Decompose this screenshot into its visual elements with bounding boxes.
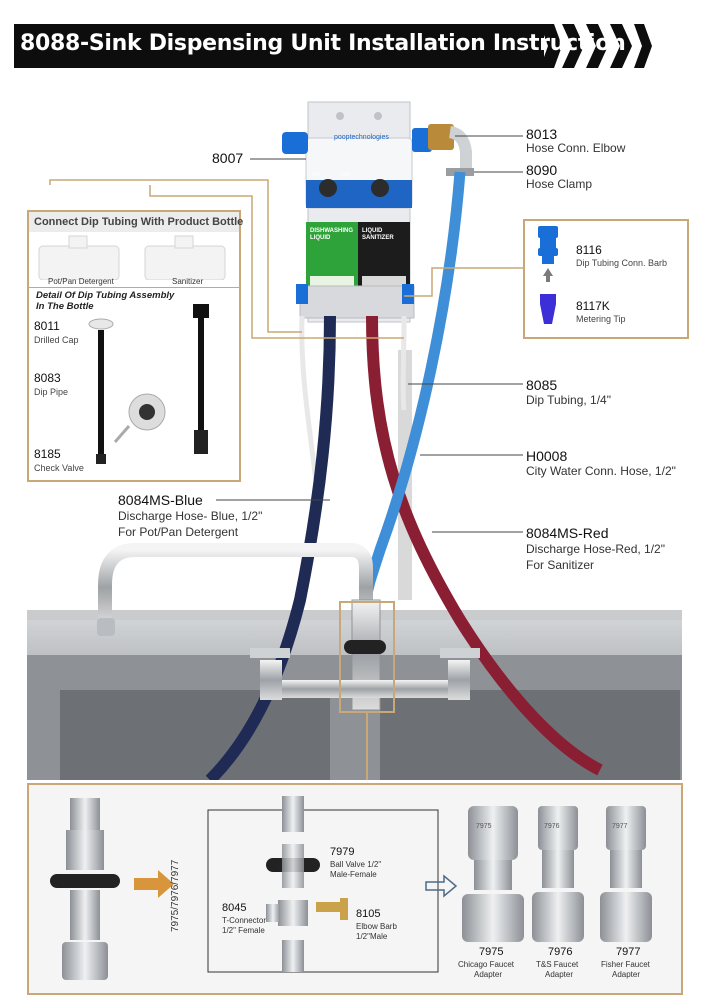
label-7976-desc1: T&S Faucet	[536, 960, 579, 969]
dip-box-header	[29, 212, 239, 232]
label-8084ms-red-desc1: Discharge Hose-Red, 1/2"	[526, 542, 665, 556]
side-label-adapters: 7975/7976/7977	[170, 859, 181, 932]
label-8045-desc1: T-Connector	[222, 916, 267, 925]
label-8090: 8090	[526, 162, 558, 178]
label-7977-desc2: Adapter	[612, 970, 641, 979]
title-banner	[14, 24, 544, 68]
label-h0008: H0008	[526, 448, 568, 464]
bottle-label-sanitizer: Sanitizer	[172, 277, 204, 286]
label-7977: 7977	[616, 946, 641, 958]
main-illustration	[27, 101, 682, 780]
valve-left-off: OFF	[340, 172, 350, 178]
adapter-mark-7976: 7976	[544, 823, 560, 830]
bottles-icon	[38, 235, 226, 280]
label-8045-desc2: 1/2" Female	[222, 926, 265, 935]
panel-right-title: LIQUID SANITIZER	[362, 228, 394, 241]
label-8045: 8045	[222, 902, 247, 914]
page-title: 8088-Sink Dispensing Unit Installation I…	[20, 31, 626, 56]
label-7979-desc2: Male-Female	[330, 870, 377, 879]
label-8090-desc: Hose Clamp	[526, 177, 593, 191]
label-7976: 7976	[548, 946, 573, 958]
dip-box-divider	[29, 287, 239, 288]
dip-box-title: Connect Dip Tubing With Product Bottle	[34, 216, 244, 228]
label-8085-desc: Dip Tubing, 1/4"	[526, 393, 611, 407]
label-8084ms-blue-desc2: For Pot/Pan Detergent	[118, 525, 239, 539]
label-7977-desc1: Fisher Faucet	[601, 960, 650, 969]
label-8011-desc: Drilled Cap	[34, 335, 79, 345]
label-8011: 8011	[34, 319, 60, 333]
label-7975: 7975	[479, 946, 504, 958]
dispenser-brand: pooptechnologies	[334, 134, 389, 141]
label-8117k: 8117K	[576, 299, 610, 313]
label-8116: 8116	[576, 243, 602, 257]
dip-assembly-icon	[88, 304, 209, 464]
panel-left-title: DISHWASHING LIQUID	[310, 228, 354, 241]
label-8084ms-red: 8084MS-Red	[526, 525, 609, 541]
label-7976-desc2: Adapter	[545, 970, 574, 979]
label-h0008-desc: City Water Conn. Hose, 1/2"	[526, 464, 676, 478]
label-8105: 8105	[356, 908, 381, 920]
adapter-mark-7977: 7977	[612, 823, 628, 830]
label-8083: 8083	[34, 371, 61, 385]
label-8083-desc: Dip Pipe	[34, 387, 69, 397]
faucet-parts-illustration	[50, 796, 652, 980]
label-8084ms-blue: 8084MS-Blue	[118, 492, 203, 508]
label-8185: 8185	[34, 447, 61, 461]
label-8084ms-blue-desc1: Discharge Hose- Blue, 1/2"	[118, 509, 263, 523]
label-8105-desc1: Elbow Barb	[356, 922, 397, 931]
label-8116-desc: Dip Tubing Conn. Barb	[576, 258, 668, 268]
dip-detail-title: Detail Of Dip Tubing Assembly In The Bot…	[36, 290, 175, 312]
label-8185-desc: Check Valve	[34, 463, 84, 473]
label-7979-desc1: Ball Valve 1/2"	[330, 860, 382, 869]
label-7975-desc2: Adapter	[474, 970, 503, 979]
valve-left-on: ON	[312, 172, 320, 178]
bottle-label-detergent: Pot/Pan Detergent	[48, 277, 114, 286]
barb-icons	[538, 226, 558, 324]
label-7975-desc1: Chicago Faucet	[458, 960, 515, 969]
label-8007: 8007	[212, 150, 244, 166]
label-8013-desc: Hose Conn. Elbow	[526, 141, 626, 155]
chevrons-icon	[540, 24, 652, 68]
label-8085: 8085	[526, 377, 558, 393]
label-8117k-desc: Metering Tip	[576, 314, 626, 324]
adapter-mark-7975: 7975	[476, 823, 492, 830]
label-7979: 7979	[330, 846, 355, 858]
label-8105-desc2: 1/2"Male	[356, 932, 388, 941]
label-8013: 8013	[526, 126, 558, 142]
label-8084ms-red-desc2: For Sanitizer	[526, 558, 595, 572]
